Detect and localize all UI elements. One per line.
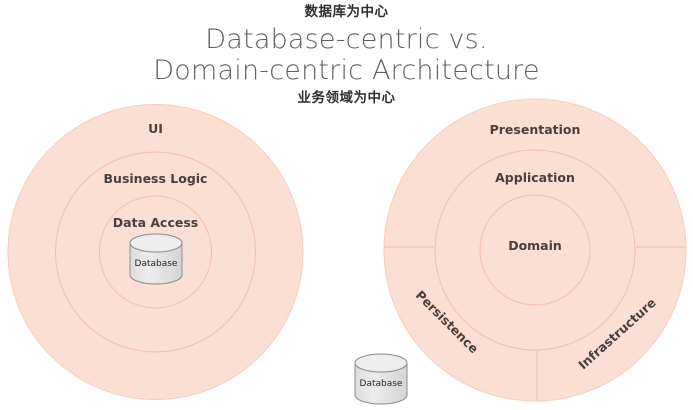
cylinder-top <box>129 233 183 253</box>
database-cylinder-center: Database <box>129 233 183 285</box>
ring-label-domain: Domain <box>508 238 562 253</box>
left-diagram-database-centric: UI Business Logic Data Access Database <box>7 104 304 400</box>
ring-label-presentation: Presentation <box>490 122 581 137</box>
ring-domain <box>479 194 591 306</box>
database-cylinder-bottom: Database <box>354 353 408 405</box>
ring-label-application: Application <box>495 170 575 185</box>
cylinder-body <box>354 362 408 405</box>
cylinder-label: Database <box>360 379 403 389</box>
cylinder-label: Database <box>135 259 178 269</box>
ring-label-business-logic: Business Logic <box>104 171 208 186</box>
cylinder-top <box>354 353 408 373</box>
ring-label-ui: UI <box>148 121 163 136</box>
cylinder-body <box>129 242 183 285</box>
right-diagram-domain-centric: Presentation Application Domain Persiste… <box>383 98 687 402</box>
ring-label-data-access: Data Access <box>113 215 198 230</box>
